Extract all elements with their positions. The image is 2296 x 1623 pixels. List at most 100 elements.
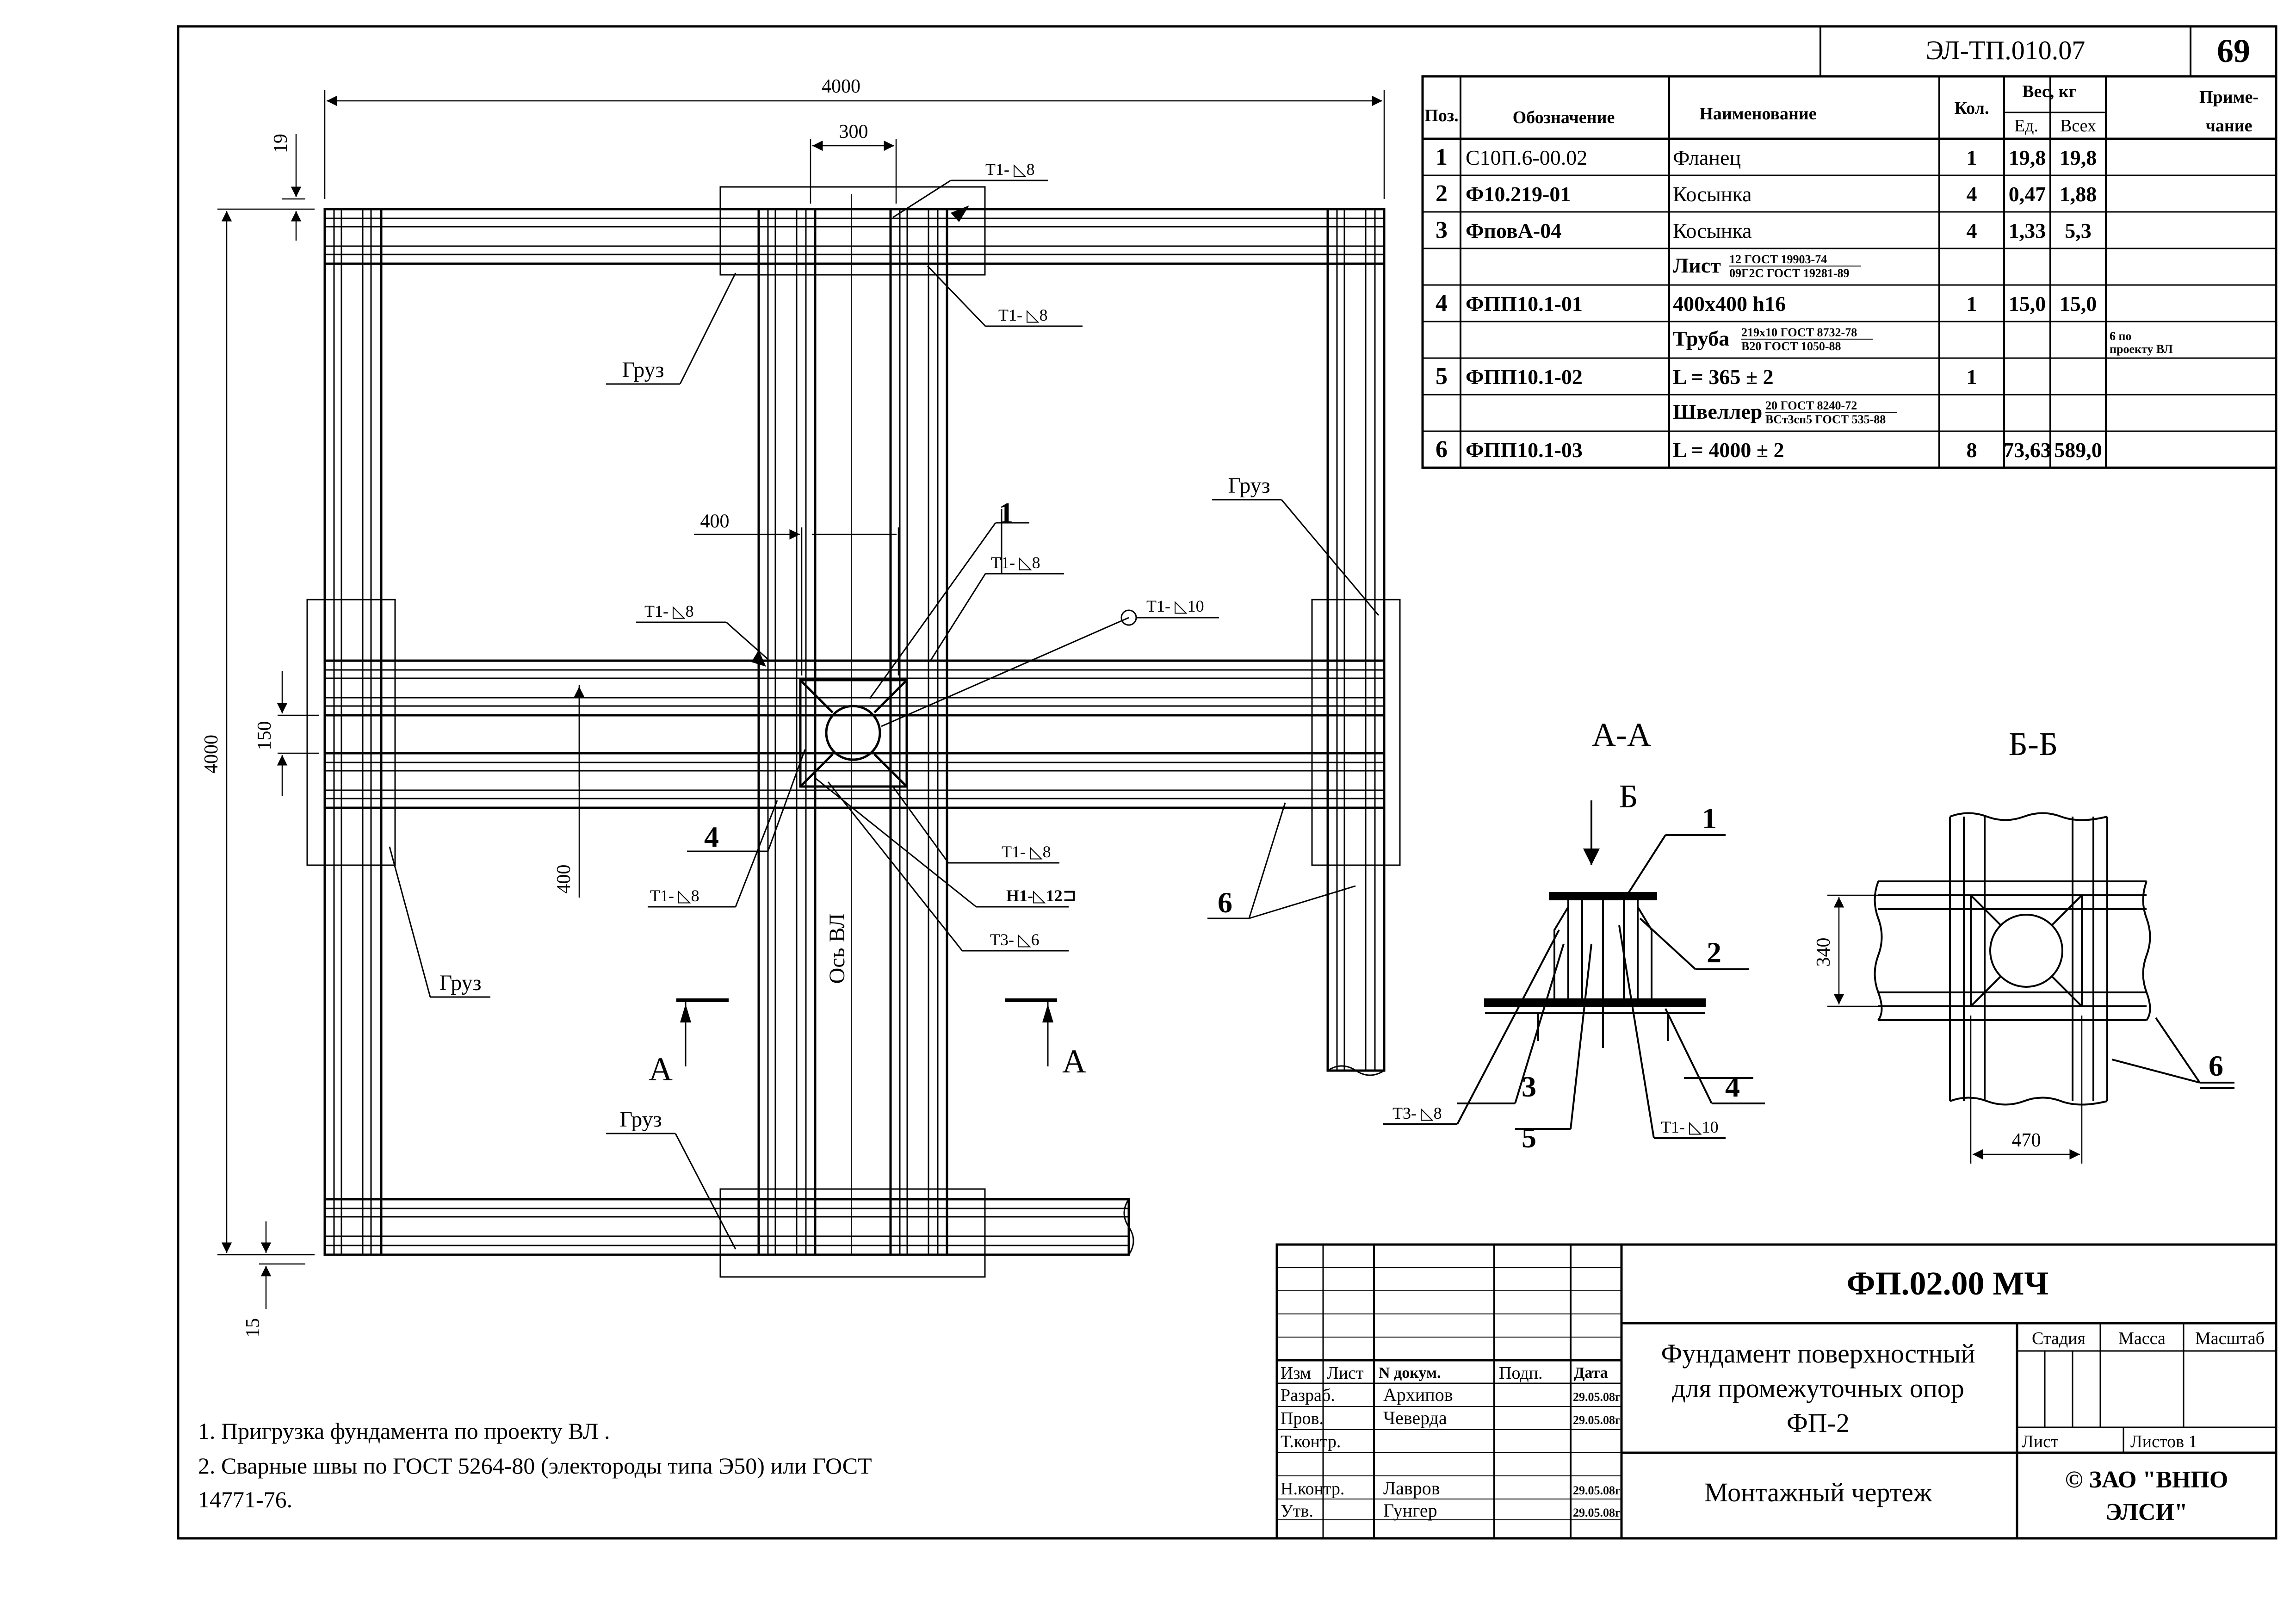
spec-row-name: Косынка: [1673, 182, 1752, 206]
weld-label-h1: Н1-◺12⊐: [1006, 886, 1077, 905]
load-block-bottom: [719, 1188, 986, 1278]
company-line-2: ЭЛСИ": [2105, 1499, 2188, 1525]
load-label-right: Груз: [1228, 473, 1270, 498]
spec-row-pos: 5: [1436, 363, 1448, 390]
channel-top: [323, 208, 1386, 265]
header-qty: Кол.: [1955, 99, 1989, 118]
spec-row-designation: ФПП10.1-02: [1466, 365, 1583, 389]
mass-label: Масса: [2118, 1329, 2166, 1348]
section-arrow-heads: [680, 1004, 1053, 1022]
header-pos: Поз.: [1424, 106, 1458, 125]
spec-row-name: 400х400 h16: [1673, 292, 1786, 316]
section-aa-weld-t1: Т1- ◺10: [1661, 1118, 1719, 1136]
title-block-date: 29.05.08г: [1573, 1390, 1621, 1404]
title-block-role: Т.контр.: [1281, 1432, 1341, 1451]
header-unit: Ед.: [2014, 116, 2038, 136]
weld-label-top-1: Т1- ◺8: [985, 160, 1035, 179]
spec-row-name: Косынка: [1673, 219, 1752, 242]
spec-row-designation: ФповА-04: [1466, 219, 1561, 242]
sheet-number: 69: [2217, 32, 2250, 69]
title-block-role: Утв.: [1281, 1501, 1313, 1521]
channel-center-right: [851, 194, 948, 1256]
channel-mid-lower: [323, 752, 1386, 809]
spec-row-material-top: 219х10 ГОСТ 8732-78: [1741, 326, 1857, 339]
section-bb-dim-width: 470: [2012, 1130, 2041, 1151]
header-note-line2: чание: [2205, 116, 2252, 136]
channel-right: [1326, 208, 1386, 1072]
section-aa-callout-3: 3: [1522, 1070, 1536, 1103]
section-bb-drawing: [1827, 812, 2234, 1164]
section-aa-title: А-А: [1592, 716, 1651, 753]
section-aa-weld-t3: Т3- ◺8: [1392, 1104, 1442, 1122]
dim-overall-height: 4000: [201, 735, 222, 774]
plan-dimensions: [217, 90, 1385, 1309]
load-block-left: [306, 599, 396, 866]
weld-marks: [751, 205, 969, 667]
spec-row-total-weight: 1,88: [2060, 182, 2097, 206]
dim-bottom-offset: 15: [242, 1318, 264, 1338]
spec-row-pos: 2: [1436, 180, 1448, 207]
spec-row-qty: 4: [1967, 182, 1977, 206]
section-aa-arrow-label: Б: [1619, 778, 1638, 815]
weld-label-t3: Т3- ◺6: [990, 930, 1040, 949]
spec-row-material-bottom: ВСт3сп5 ГОСТ 535-88: [1765, 413, 1886, 426]
spec-row-name: L = 4000 ± 2: [1673, 438, 1784, 462]
spec-row-name: Фланец: [1673, 146, 1741, 169]
title-block-role: Н.контр.: [1281, 1479, 1344, 1499]
spec-row-name: Швеллер: [1673, 400, 1762, 423]
axis-label: Ось ВЛ: [825, 913, 849, 984]
spec-row-material-bottom: 09Г2С ГОСТ 19281-89: [1729, 266, 1850, 280]
spec-row-note-line1: 6 по: [2110, 329, 2131, 343]
load-block-top: [719, 186, 986, 276]
title-block-name: Лавров: [1383, 1478, 1440, 1499]
spec-row-total-weight: 19,8: [2060, 146, 2097, 169]
spec-row-designation: ФПП10.1-03: [1466, 438, 1583, 462]
plan-leaders: [389, 180, 1380, 1250]
weld-label-mid-left: Т1- ◺8: [644, 602, 694, 620]
spec-row-qty: 4: [1967, 219, 1977, 242]
plan-view: [306, 186, 1401, 1278]
header-designation: Обозначение: [1513, 108, 1615, 127]
load-label-left: Груз: [439, 971, 481, 995]
spec-row-unit-weight: 0,47: [2009, 182, 2046, 206]
stage-label: Стадия: [2032, 1329, 2086, 1348]
dim-top-gap: 300: [839, 121, 868, 142]
title-line-1: Фундамент поверхностный: [1661, 1338, 1975, 1369]
title-code: ФП.02.00 МЧ: [1847, 1265, 2049, 1302]
header-note-line1: Приме-: [2199, 87, 2259, 107]
col-date: Дата: [1574, 1364, 1608, 1381]
section-bb-callout-6: 6: [2209, 1049, 2223, 1082]
load-label-bottom: Груз: [619, 1107, 662, 1132]
spec-row-unit-weight: 15,0: [2009, 292, 2046, 316]
col-ndoc: N докум.: [1379, 1364, 1441, 1381]
note-line-3: 14771-76.: [198, 1487, 292, 1512]
section-aa-callout-4: 4: [1725, 1070, 1740, 1103]
col-izm: Изм: [1281, 1363, 1311, 1383]
load-blocks: [306, 186, 1401, 1278]
sheet-frame: [177, 25, 2277, 1540]
header-name: Наименование: [1699, 104, 1816, 124]
channel-bottom: [323, 1198, 1130, 1256]
section-aa-drawing: [1383, 800, 1765, 1139]
section-aa-callout-5: 5: [1522, 1121, 1536, 1154]
break-lines: [1123, 1065, 1385, 1255]
dim-top-offset: 19: [270, 134, 291, 153]
spec-row-material-bottom: В20 ГОСТ 1050-88: [1741, 340, 1841, 353]
weld-label-mid-right: Т1- ◺8: [991, 553, 1040, 572]
dim-overall-width: 4000: [822, 76, 860, 97]
spec-row-name: Труба: [1673, 327, 1729, 350]
title-block-name: Гунгер: [1383, 1500, 1437, 1521]
note-line-1: 1. Пригрузка фундамента по проекту ВЛ .: [198, 1418, 610, 1444]
title-line-2: для промежуточных опор: [1672, 1373, 1964, 1403]
col-sign: Подп.: [1499, 1363, 1543, 1383]
sheet-label: Лист: [2022, 1432, 2059, 1451]
spec-row-name: Лист: [1673, 254, 1721, 277]
spec-row-qty: 1: [1967, 146, 1977, 169]
spec-row-qty: 1: [1967, 292, 1977, 316]
spec-row-total-weight: 15,0: [2060, 292, 2097, 316]
channel-left: [323, 208, 383, 1256]
doc-type: Монтажный чертеж: [1704, 1477, 1932, 1507]
section-mark-right: А: [1062, 1043, 1086, 1080]
spec-row-total-weight: 5,3: [2065, 219, 2092, 242]
spec-row-total-weight: 589,0: [2054, 438, 2102, 462]
